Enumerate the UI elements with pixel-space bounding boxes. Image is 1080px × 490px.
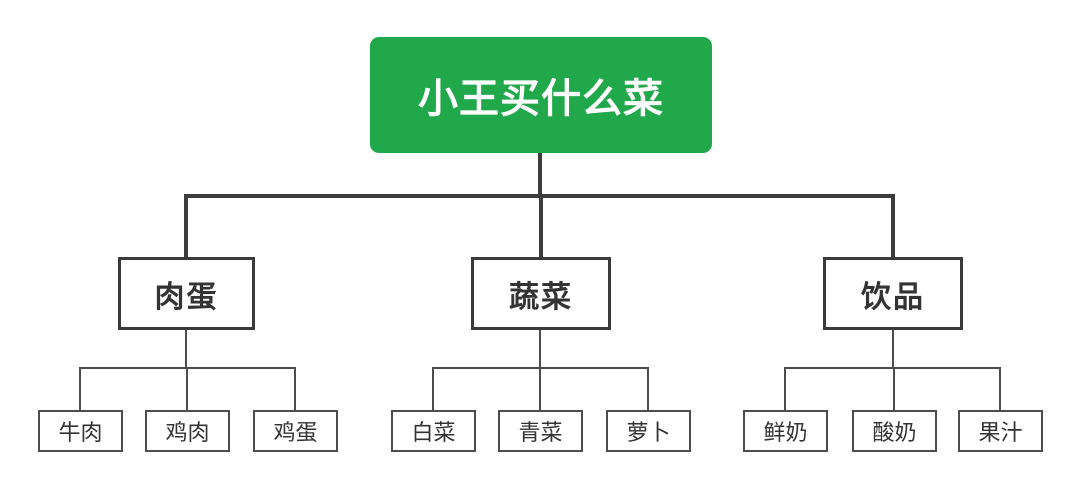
branch-node-meat-egg: 肉蛋: [118, 257, 255, 330]
root-node: 小王买什么菜: [370, 37, 712, 153]
leaf-node-yogurt: 酸奶: [852, 410, 937, 452]
connector-leaf-drop-milk: [784, 367, 786, 410]
connector-drink-bus: [784, 367, 1001, 369]
leaf-node-egg: 鸡蛋: [253, 410, 338, 452]
leaf-node-greens: 青菜: [498, 410, 583, 452]
connector-leaf-drop-egg: [294, 367, 296, 410]
connector-leaf-drop-beef: [79, 367, 81, 410]
connector-branch-drop-drink: [891, 194, 895, 257]
branch-node-drinks: 饮品: [823, 257, 963, 330]
connector-meat-stem: [185, 330, 187, 368]
leaf-node-radish: 萝卜: [606, 410, 691, 452]
connector-branch-drop-veg: [539, 194, 543, 257]
leaf-node-juice: 果汁: [958, 410, 1043, 452]
leaf-node-fresh-milk: 鲜奶: [743, 410, 828, 452]
connector-leaf-drop-yogurt: [893, 367, 895, 410]
leaf-node-chicken: 鸡肉: [145, 410, 230, 452]
connector-leaf-drop-chicken: [186, 367, 188, 410]
connector-leaf-drop-greens: [539, 367, 541, 410]
connector-root-stem: [538, 153, 542, 198]
connector-leaf-drop-juice: [999, 367, 1001, 410]
branch-node-vegetables: 蔬菜: [471, 257, 611, 330]
leaf-node-beef: 牛肉: [38, 410, 123, 452]
connector-leaf-drop-cabbage: [432, 367, 434, 410]
connector-branch-drop-meat: [184, 194, 188, 257]
connector-drink-stem: [892, 330, 894, 368]
connector-veg-stem: [539, 330, 541, 368]
leaf-node-cabbage: 白菜: [391, 410, 476, 452]
connector-leaf-drop-radish: [647, 367, 649, 410]
